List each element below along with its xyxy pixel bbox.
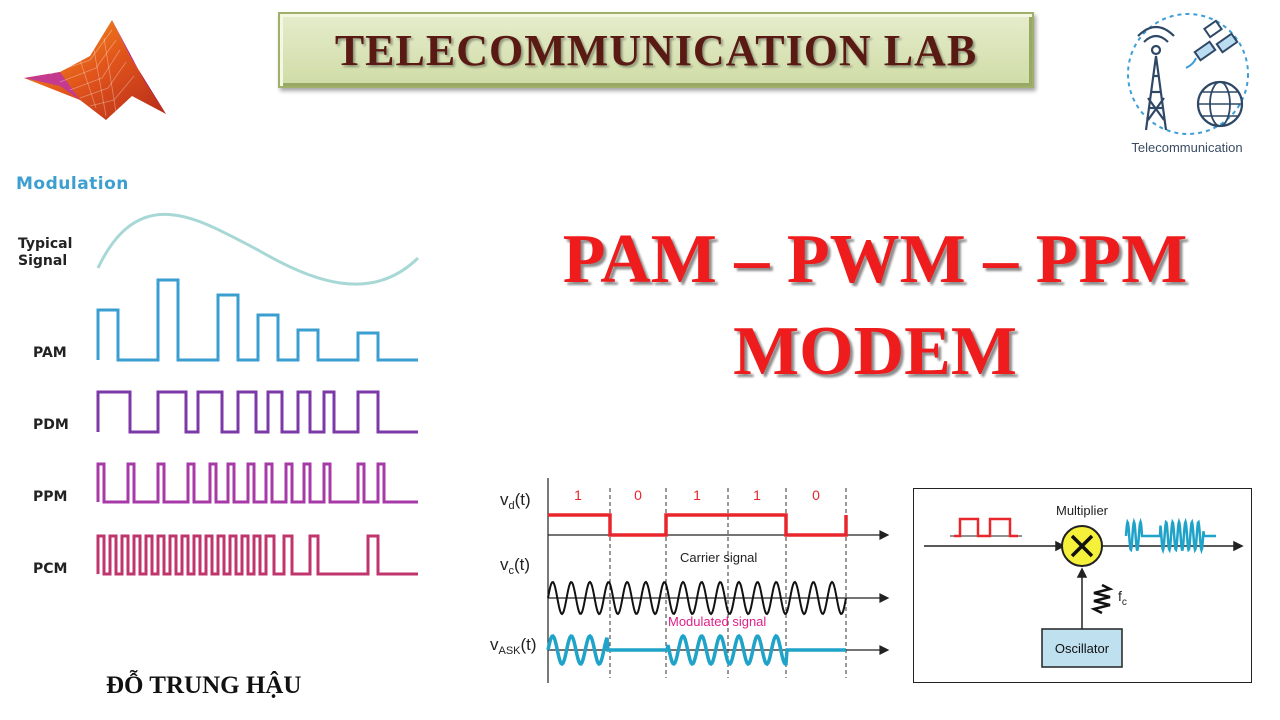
typical-signal-wave [96,212,420,286]
header-banner: TELECOMMUNICATION LAB [278,12,1034,88]
ask-block-diagram: Multiplier fc Oscillator [913,488,1252,683]
carrier-signal-wave [547,580,847,616]
telecom-logo-label: Telecommunication [1131,140,1243,155]
bit-2: 0 [634,487,642,503]
output-ask-wave [1124,517,1216,555]
matlab-membrane-logo-icon [24,20,166,120]
pam-label: PAM [33,345,67,361]
vd-label: vd(t) [500,490,531,512]
modulation-waveforms [96,212,420,576]
author-name: ĐỖ TRUNG HẬU [106,672,302,699]
pdm-wave [96,390,418,434]
pcm-label: PCM [33,561,68,577]
bit-4: 1 [753,487,761,503]
main-title-line2: MODEM [733,313,1017,390]
banner-title: TELECOMMUNICATION LAB [334,25,978,75]
ask-waveform-figure: vd(t) vc(t) vASK(t) 1 0 1 1 0 Carrier si… [490,478,890,683]
main-title-line1: PAM – PWM – PPM [562,221,1188,298]
bit-5: 0 [812,487,820,503]
main-title: PAM – PWM – PPM MODEM [470,214,1280,398]
bit-1: 1 [574,487,582,503]
telecom-tower-satellite-globe-icon [1127,13,1249,135]
carrier-signal-label: Carrier signal [680,550,757,565]
modulated-signal-label: Modulated signal [668,614,766,629]
multiplier-label: Multiplier [1056,503,1109,518]
fc-label: fc [1118,588,1127,608]
pam-wave [96,278,418,362]
vc-label: vc(t) [500,555,530,577]
typical-signal-label: Typical Signal [18,236,73,269]
modulation-title: Modulation [16,174,129,194]
modulated-signal-wave [546,633,846,667]
ppm-label: PPM [33,489,68,505]
input-pulse-wave [954,517,1018,538]
bit-3: 1 [693,487,701,503]
vask-label: vASK(t) [490,635,537,657]
data-signal-wave [548,513,848,537]
block-diagram-svg: Multiplier fc Oscillator [924,503,1244,668]
oscillator-box [1041,628,1123,668]
oscillator-label: Oscillator [1055,641,1110,656]
spring-icon [1090,583,1114,615]
pdm-label: PDM [33,417,69,433]
pcm-wave [96,534,418,576]
ppm-wave [96,462,418,504]
